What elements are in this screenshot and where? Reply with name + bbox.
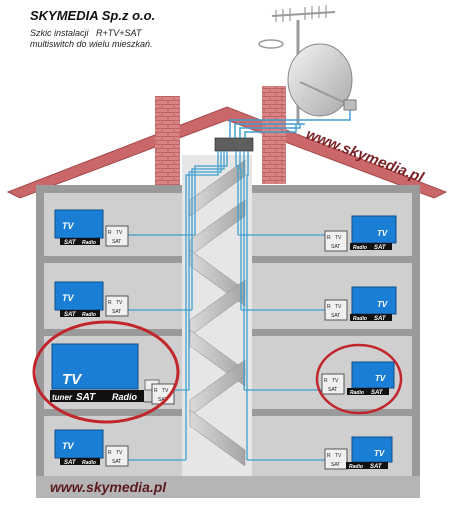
- svg-text:R: R: [108, 450, 112, 456]
- tv-set-right-3: TV Radio SAT: [347, 361, 395, 396]
- svg-text:TV: TV: [62, 371, 83, 388]
- svg-text:R: R: [327, 235, 331, 241]
- svg-text:TV: TV: [116, 450, 123, 456]
- svg-text:SAT: SAT: [331, 313, 340, 319]
- wall-socket-left-4: R TV SAT: [105, 445, 129, 467]
- svg-text:SAT: SAT: [371, 390, 384, 396]
- svg-text:R: R: [108, 230, 112, 236]
- svg-text:TV: TV: [116, 300, 123, 306]
- subtitle-line-2: multiswitch do wielu mieszkań.: [30, 39, 153, 49]
- wall-socket-right-2: R TV SAT: [324, 299, 348, 321]
- staircase: [189, 159, 246, 467]
- bottom-watermark: www.skymedia.pl: [50, 479, 167, 495]
- svg-text:Radio: Radio: [353, 316, 367, 322]
- svg-text:Radio: Radio: [82, 312, 96, 318]
- svg-text:SAT: SAT: [64, 240, 77, 246]
- tv-set-left-1: TV SAT Radio: [54, 209, 104, 246]
- subtitle-line-1: Szkic instalacji R+TV+SAT: [30, 28, 143, 38]
- svg-text:SAT: SAT: [112, 459, 121, 465]
- wall-socket-left-1: R TV SAT: [105, 225, 129, 247]
- svg-text:SAT: SAT: [328, 387, 337, 393]
- svg-text:R: R: [327, 453, 331, 459]
- svg-text:Radio: Radio: [349, 464, 363, 470]
- svg-text:TV: TV: [335, 304, 342, 310]
- svg-text:TV: TV: [332, 378, 339, 384]
- highlight-ring-left: [32, 320, 180, 424]
- tv-set-left-3-large: TV tuner SAT Radio: [50, 343, 160, 403]
- multiswitch: [214, 137, 254, 152]
- svg-text:Radio: Radio: [82, 460, 96, 466]
- svg-text:SAT: SAT: [112, 239, 121, 245]
- svg-text:Radio: Radio: [112, 392, 138, 402]
- tv-set-left-4: TV SAT Radio: [54, 429, 104, 466]
- svg-text:Radio: Radio: [350, 390, 364, 396]
- roof: [6, 106, 448, 199]
- svg-text:Radio: Radio: [82, 240, 96, 246]
- antenna-cables: [229, 110, 351, 138]
- svg-text:SAT: SAT: [331, 462, 340, 468]
- svg-text:SAT: SAT: [64, 460, 77, 466]
- svg-text:TV: TV: [116, 230, 123, 236]
- svg-text:R: R: [154, 388, 158, 394]
- wall-socket-right-1: R TV SAT: [324, 230, 348, 252]
- company-title: SKYMEDIA Sp.z o.o.: [30, 8, 155, 23]
- ground-floor: [36, 476, 420, 498]
- svg-text:SAT: SAT: [374, 316, 387, 322]
- wall-socket-right-4: R TV SAT: [324, 448, 348, 470]
- tv-set-right-1: TV Radio SAT: [350, 215, 397, 251]
- wall-socket-left-2: R TV SAT: [105, 295, 129, 317]
- svg-text:R: R: [108, 300, 112, 306]
- svg-text:Radio: Radio: [353, 245, 367, 251]
- tv-set-right-4: TV Radio SAT: [346, 436, 393, 470]
- svg-text:TV: TV: [377, 229, 388, 238]
- svg-text:TV: TV: [62, 293, 74, 303]
- svg-text:SAT: SAT: [64, 312, 77, 318]
- tv-set-left-2: TV SAT Radio: [54, 281, 104, 318]
- svg-text:SAT: SAT: [112, 309, 121, 315]
- svg-text:SAT: SAT: [370, 464, 383, 470]
- svg-text:TV: TV: [374, 449, 385, 458]
- tv-set-right-2: TV Radio SAT: [350, 286, 397, 322]
- highlight-ring-right: [315, 343, 403, 415]
- svg-text:TV: TV: [162, 388, 169, 394]
- wall-socket-right-3: R TV SAT: [321, 373, 345, 395]
- chimney-right: [262, 86, 286, 184]
- svg-text:R: R: [327, 304, 331, 310]
- svg-text:TV: TV: [62, 441, 74, 451]
- svg-text:TV: TV: [377, 300, 388, 309]
- svg-text:SAT: SAT: [158, 397, 167, 403]
- riser-cables: [185, 151, 249, 460]
- svg-text:TV: TV: [335, 235, 342, 241]
- svg-text:tuner: tuner: [52, 393, 73, 402]
- svg-text:SAT: SAT: [76, 392, 96, 403]
- chimney-left: [155, 96, 180, 188]
- svg-text:TV: TV: [375, 374, 386, 383]
- svg-text:SAT: SAT: [331, 244, 340, 250]
- svg-text:TV: TV: [335, 453, 342, 459]
- antenna-assembly: [258, 5, 357, 125]
- svg-text:TV: TV: [62, 221, 74, 231]
- svg-text:R: R: [324, 378, 328, 384]
- svg-text:SAT: SAT: [374, 245, 387, 251]
